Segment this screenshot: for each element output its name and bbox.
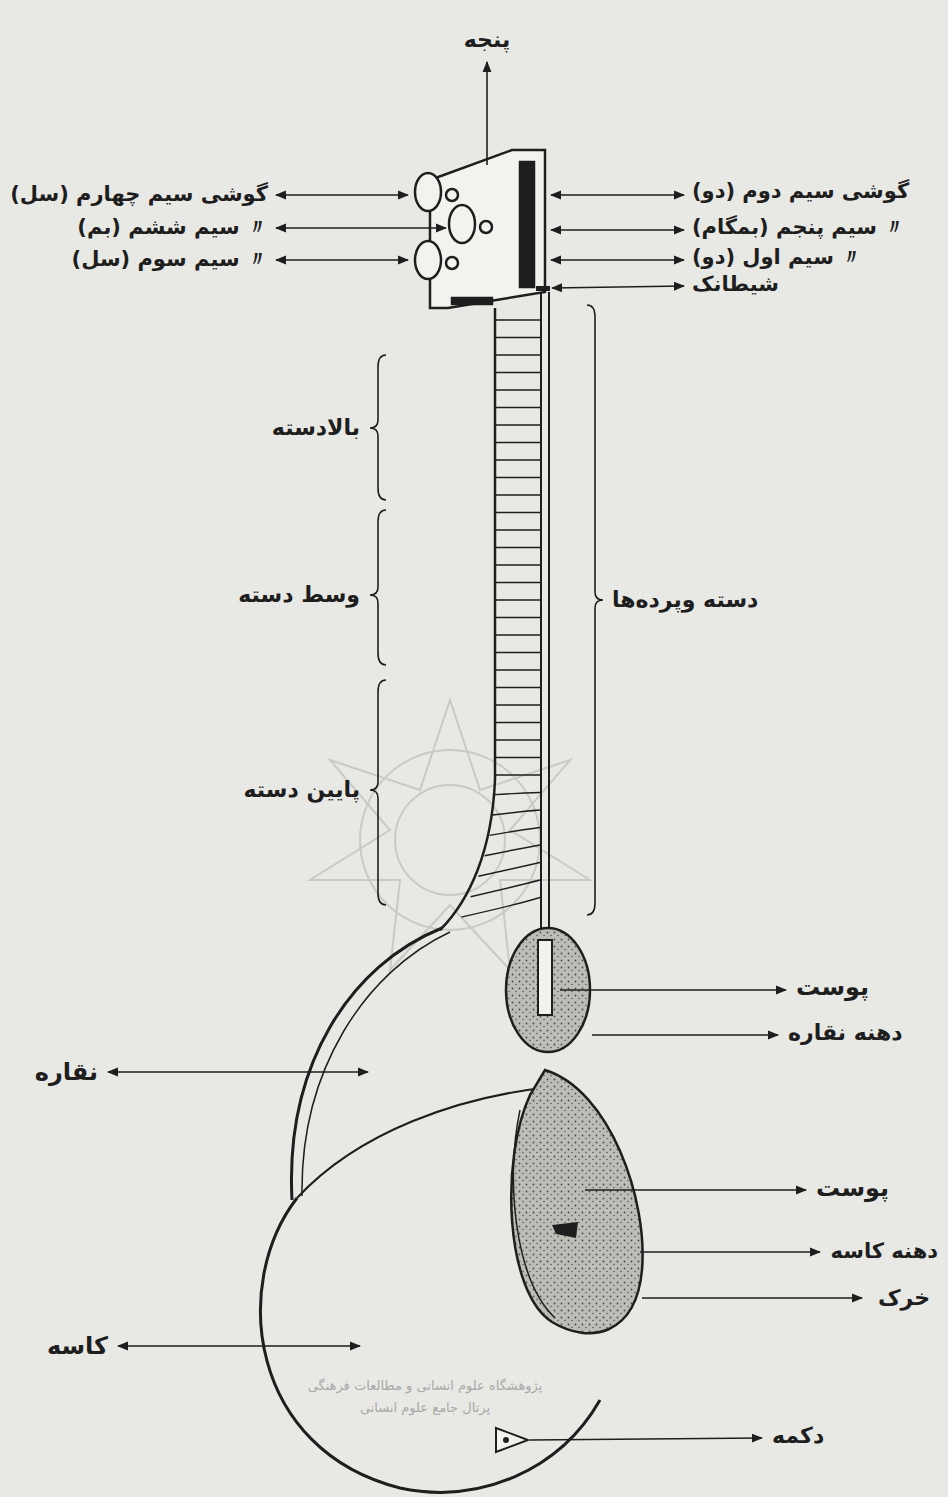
fingerboard-edge xyxy=(540,292,542,1012)
fret xyxy=(496,389,540,390)
fret xyxy=(496,529,540,530)
peg-shaft xyxy=(446,189,458,201)
part-label: بالادسته xyxy=(272,415,360,441)
leader-arrow xyxy=(551,259,684,261)
skin-rim xyxy=(513,1110,555,1318)
fret xyxy=(496,354,540,355)
brace xyxy=(370,355,386,500)
button-pin xyxy=(503,1437,509,1443)
fret xyxy=(496,757,540,758)
fret xyxy=(496,687,540,688)
fret xyxy=(496,774,540,775)
part-label: پنجه xyxy=(464,27,510,53)
neck-edge xyxy=(440,308,495,930)
fret xyxy=(496,459,540,460)
watermark: پرتال جامع علوم انسانی xyxy=(360,1400,490,1416)
fingerboard-edge xyxy=(548,292,550,1012)
tuning-peg xyxy=(415,173,441,211)
part-label: دسته وپرده‌ها xyxy=(612,587,758,613)
part-label: 〃 سیم ششم (بم) xyxy=(77,215,268,240)
fret xyxy=(496,634,540,635)
naqareh-seam xyxy=(297,1088,542,1198)
part-label: پایین دسته xyxy=(244,777,360,803)
leader-arrow xyxy=(276,227,446,229)
fret xyxy=(496,442,540,443)
part-label: خرک xyxy=(878,1285,930,1311)
part-label: 〃 سیم اول (دو) xyxy=(692,245,862,270)
part-label: دهنه کاسه xyxy=(831,1239,938,1264)
head-strip xyxy=(520,162,534,287)
head xyxy=(430,150,545,308)
fret xyxy=(461,898,540,918)
leader-arrow xyxy=(530,1438,762,1440)
fret xyxy=(496,424,540,425)
leader-arrow xyxy=(276,194,408,196)
leader-arrow xyxy=(551,194,684,196)
part-label: گوشی سیم چهارم (سل) xyxy=(10,182,268,207)
fret xyxy=(496,337,540,338)
fret xyxy=(496,599,540,600)
fret xyxy=(496,407,540,408)
fret xyxy=(496,722,540,723)
part-label: کاسه xyxy=(47,1332,108,1361)
tuning-peg xyxy=(449,205,475,243)
leader-arrow xyxy=(551,229,684,231)
part-label: دهنه نقاره xyxy=(788,1020,903,1046)
leader-arrow xyxy=(560,989,786,991)
fret xyxy=(496,739,540,740)
brace xyxy=(370,680,386,905)
head-bar xyxy=(452,298,492,304)
fret xyxy=(496,547,540,548)
part-label: 〃 سیم پنجم (بمگام) xyxy=(692,215,905,240)
leader-arrow xyxy=(552,286,684,288)
leader-arrow xyxy=(118,1345,360,1347)
part-label: شیطانک xyxy=(692,272,779,297)
fret xyxy=(496,477,540,478)
leader-arrow xyxy=(486,62,488,165)
fret xyxy=(496,669,540,670)
tuning-peg xyxy=(415,241,441,279)
fret xyxy=(496,512,540,513)
button xyxy=(496,1428,528,1452)
fret xyxy=(478,863,540,877)
part-label: دکمه xyxy=(772,1423,824,1449)
fret xyxy=(496,582,540,583)
fret xyxy=(485,845,540,856)
fret xyxy=(496,564,540,565)
neck-end xyxy=(538,940,552,1015)
brace xyxy=(370,510,386,665)
part-label: پوست xyxy=(816,1174,889,1203)
peg-shaft xyxy=(446,257,458,269)
leader-arrow xyxy=(642,1297,862,1299)
part-label: 〃 سیم سوم (سل) xyxy=(72,247,268,272)
naqareh-outline xyxy=(302,932,450,1196)
part-label: نقاره xyxy=(35,1058,98,1087)
part-label: گوشی سیم دوم (دو) xyxy=(692,179,909,204)
naqareh-outline xyxy=(291,928,442,1200)
leader-arrow xyxy=(592,1034,778,1036)
fret xyxy=(490,828,541,836)
peg-shaft xyxy=(480,221,492,233)
frets xyxy=(461,320,540,917)
nut xyxy=(536,286,550,291)
fret xyxy=(496,652,540,653)
leader-arrow xyxy=(108,1071,368,1073)
fret xyxy=(496,704,540,705)
fret xyxy=(496,319,540,320)
kasseh-skin xyxy=(511,1070,642,1333)
fret xyxy=(496,617,540,618)
fret xyxy=(496,494,540,495)
fret xyxy=(471,880,540,897)
fret xyxy=(495,793,540,795)
leader-arrow xyxy=(585,1189,806,1191)
leader-arrow xyxy=(276,259,408,261)
brace xyxy=(587,305,603,915)
bridge xyxy=(552,1222,578,1238)
part-label: پوست xyxy=(796,973,869,1002)
part-label: وسط دسته xyxy=(238,582,360,608)
leader-arrow xyxy=(640,1251,820,1253)
fret xyxy=(496,372,540,373)
watermark: پژوهشگاه علوم انسانی و مطالعات فرهنگی xyxy=(308,1378,543,1394)
fret xyxy=(493,810,540,815)
